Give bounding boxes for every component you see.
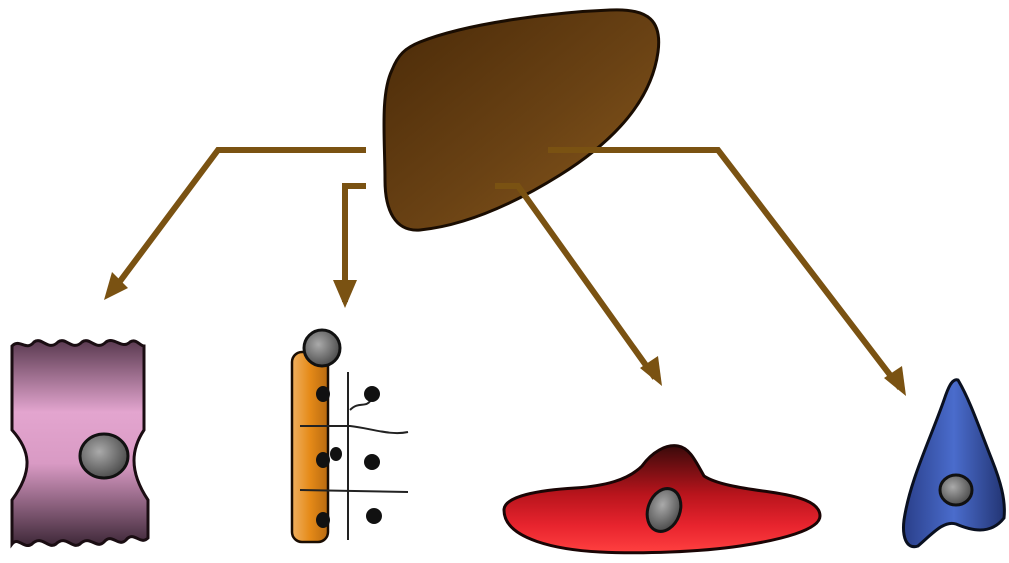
kupffer-cell [292, 330, 408, 542]
hepatocyte-nucleus [80, 434, 128, 478]
arrow-to-hepatocyte [112, 150, 366, 292]
cholangiocyte-nucleus [940, 475, 972, 505]
arrow-to-stellate-cell [495, 186, 655, 378]
arrows [112, 150, 900, 388]
arrowheads [104, 272, 906, 396]
kupffer-cell-nucleus [304, 330, 340, 366]
liver-organ [384, 10, 659, 230]
arrow-to-cholangiocyte [548, 150, 900, 388]
hepatocyte-cell [12, 340, 148, 545]
cholangiocyte-cell [904, 380, 1005, 547]
arrowhead-kupffer-cell [333, 280, 357, 308]
hepatic-stellate-cell [504, 446, 820, 553]
